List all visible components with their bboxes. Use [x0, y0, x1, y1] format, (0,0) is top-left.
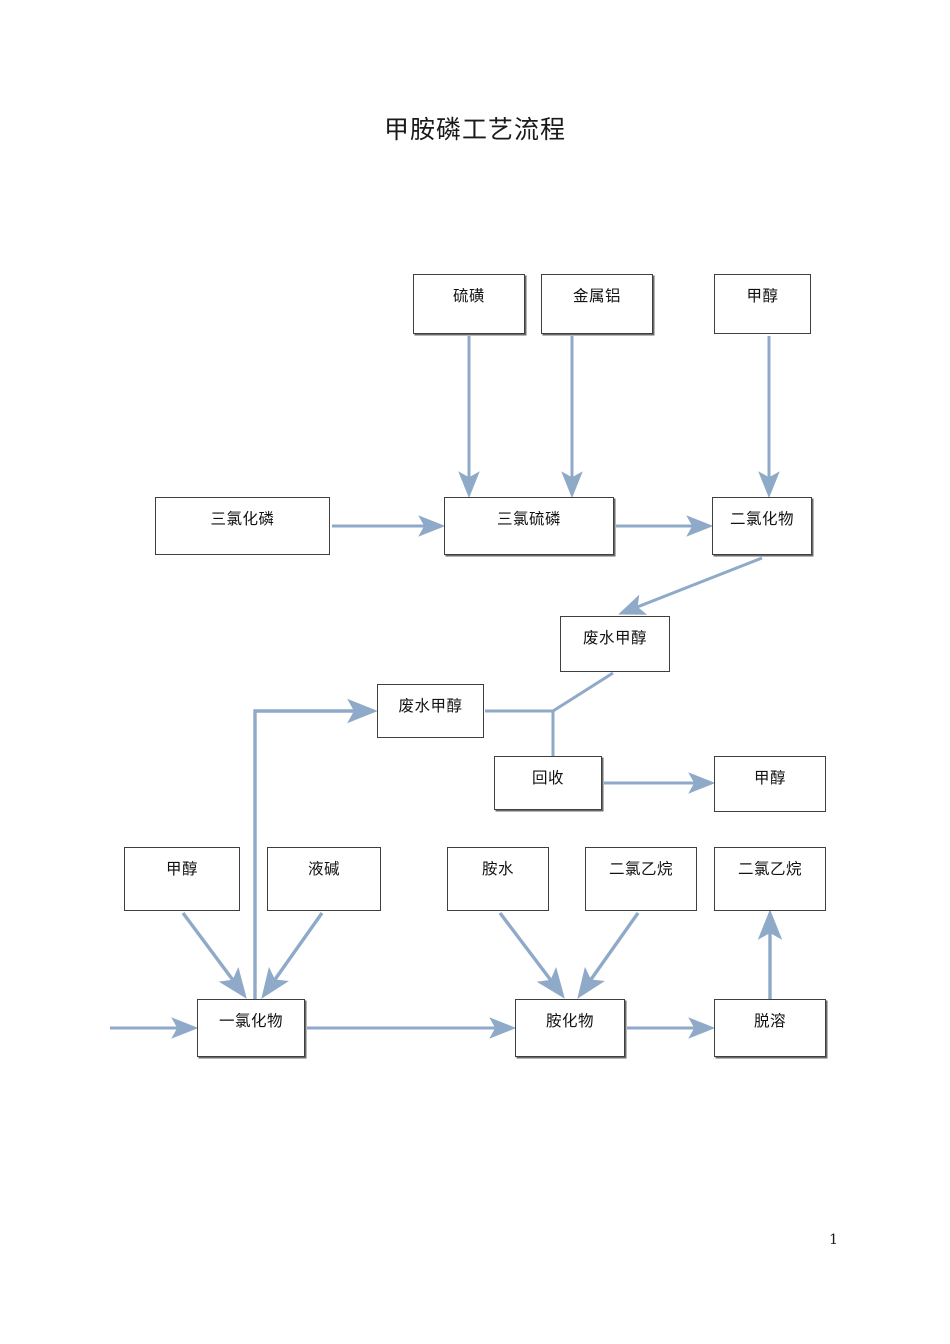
node-label: 三氯化磷	[210, 510, 275, 528]
node-dichloride[interactable]: 二氯化物	[712, 497, 812, 555]
node-ammonia-water[interactable]: 胺水	[447, 847, 549, 911]
node-label: 液碱	[307, 860, 340, 878]
node-caustic-soda[interactable]: 液碱	[267, 847, 381, 911]
edge-monochloride-to-wastemeoh2	[253, 698, 378, 1000]
node-dichloroethane-input[interactable]: 二氯乙烷	[585, 847, 697, 911]
node-waste-methanol-left[interactable]: 废水甲醇	[377, 684, 484, 738]
node-label: 甲醇	[746, 287, 779, 305]
edge-wastemeoh1-to-junction	[552, 671, 614, 713]
edge-dichloride-to-wastemeoh1	[618, 556, 763, 615]
page-title: 甲胺磷工艺流程	[383, 115, 566, 144]
node-label: 一氯化物	[218, 1012, 283, 1030]
node-label: 二氯乙烷	[608, 860, 673, 878]
node-amination-product[interactable]: 胺化物	[515, 999, 625, 1057]
edge-methanolmid-to-monochloride	[181, 911, 247, 999]
node-label: 回收	[531, 769, 564, 787]
node-methanol-output[interactable]: 甲醇	[714, 756, 826, 812]
node-label: 废水甲醇	[582, 629, 647, 647]
edge-edcin-to-amination	[577, 912, 640, 999]
node-dichloroethane-output[interactable]: 二氯乙烷	[714, 847, 826, 911]
node-desolvation[interactable]: 脱溶	[714, 999, 826, 1057]
node-label: 脱溶	[753, 1012, 786, 1030]
node-label: 二氯乙烷	[737, 860, 802, 878]
node-monochloride[interactable]: 一氯化物	[197, 999, 305, 1057]
node-methanol-feed[interactable]: 甲醇	[124, 847, 240, 911]
node-label: 三氯硫磷	[496, 510, 561, 528]
node-label: 胺化物	[545, 1012, 594, 1030]
node-label: 胺水	[481, 860, 514, 878]
edge-ammoniawater-to-amination	[498, 911, 565, 999]
node-recovery[interactable]: 回收	[494, 756, 602, 810]
node-label: 甲醇	[753, 769, 786, 787]
node-waste-methanol-upper[interactable]: 废水甲醇	[560, 616, 670, 672]
edge-caustic-to-monochloride	[261, 912, 324, 999]
node-phosphorus-trichloride[interactable]: 三氯化磷	[155, 497, 330, 555]
node-label: 金属铝	[572, 287, 621, 305]
node-label: 甲醇	[165, 860, 198, 878]
node-aluminum[interactable]: 金属铝	[541, 274, 653, 334]
node-sulfur[interactable]: 硫磺	[413, 274, 525, 334]
node-thiophosphoryl-chloride[interactable]: 三氯硫磷	[444, 497, 614, 555]
node-methanol-top[interactable]: 甲醇	[714, 274, 811, 334]
node-label: 二氯化物	[729, 510, 794, 528]
node-label: 硫磺	[452, 287, 485, 305]
node-label: 废水甲醇	[398, 697, 463, 715]
page-number: 1	[829, 1232, 838, 1248]
